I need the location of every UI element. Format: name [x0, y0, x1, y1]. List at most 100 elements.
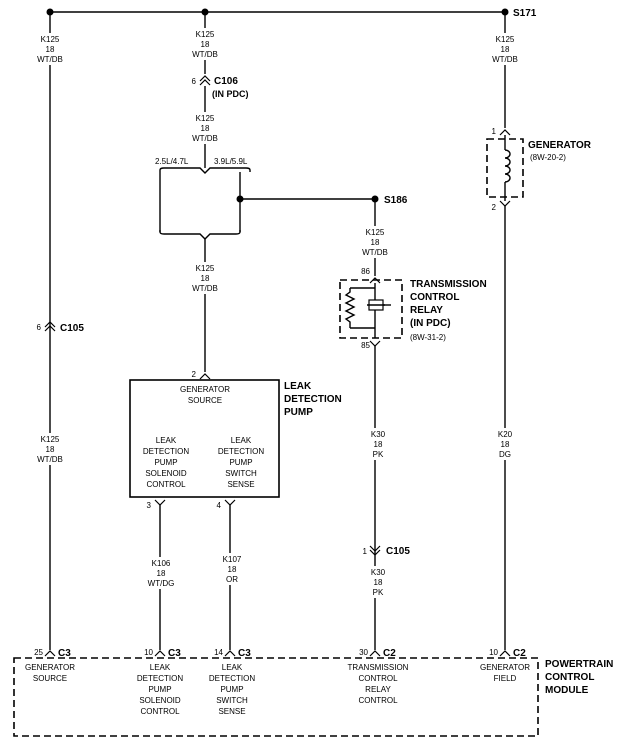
connector-name: C105 — [60, 323, 84, 334]
relay-pin-top: 86 — [361, 267, 370, 276]
pump-title: DETECTION — [284, 394, 342, 405]
pump-title: PUMP — [284, 407, 313, 418]
wire-label-gauge: 18 — [374, 440, 383, 449]
wire-label-circuit: K125 — [41, 35, 60, 44]
pump-pin-source: 2 — [192, 370, 197, 379]
wire-label-circuit: K20 — [498, 430, 513, 439]
wire-label-gauge: 18 — [46, 445, 55, 454]
pump-source-label: SOURCE — [188, 396, 222, 405]
generator-wire-column: K125 18 WT/DB — [483, 12, 527, 128]
generator: 1 GENERATOR (8W-20-2) 2 — [486, 127, 592, 212]
center-wire-column: K125 18 WT/DB 6 C106 (IN PDC) K125 18 WT… — [155, 12, 379, 372]
wire-label-gauge: 18 — [201, 274, 210, 283]
pcm-pin-connector: C3 — [168, 648, 181, 659]
pcm-pin-generator-field: 10 C2 GENERATOR FIELD — [480, 648, 530, 683]
transmission-control-relay: 86 85 TRANSMISSION CONTROL RELAY (IN PDC… — [339, 267, 487, 350]
wire-label-color: WT/DB — [362, 248, 388, 257]
wire-label-color: WT/DB — [192, 50, 218, 59]
pcm-pin-number: 10 — [489, 648, 498, 657]
wire-label-circuit: K30 — [371, 568, 386, 577]
wire-label-circuit: K125 — [496, 35, 515, 44]
top-bus: S171 — [46, 8, 537, 19]
pcm-pin-label: SENSE — [218, 707, 245, 716]
pump-switch-label: DETECTION — [218, 447, 264, 456]
relay-reference: (8W-31-2) — [410, 333, 446, 342]
wire-label-gauge: 18 — [228, 565, 237, 574]
engine-option-split: 2.5L/4.7L 3.9L/5.9L — [155, 157, 379, 240]
wire-label-gauge: 18 — [371, 238, 380, 247]
wire-label-gauge: 18 — [501, 45, 510, 54]
pcm-pin-number: 30 — [359, 648, 368, 657]
connector-pin: 1 — [363, 547, 368, 556]
pcm-pin-number: 25 — [34, 648, 43, 657]
wire-label-color: WT/DB — [192, 284, 218, 293]
generator-pin-bottom: 2 — [492, 203, 497, 212]
pcm-pin-label: DETECTION — [209, 674, 255, 683]
pcm-pin-label: DETECTION — [137, 674, 183, 683]
splice-s186-label: S186 — [384, 195, 408, 206]
wire-label-circuit: K125 — [196, 264, 215, 273]
connector-c105-left: 6 C105 — [37, 321, 84, 334]
pcm-pin-solenoid-control: 10 C3 LEAK DETECTION PUMP SOLENOID CONTR… — [137, 648, 183, 716]
wire-label-color: DG — [499, 450, 511, 459]
splice-s171-label: S171 — [513, 8, 537, 19]
wire-label-gauge: 18 — [374, 578, 383, 587]
powertrain-control-module: POWERTRAIN CONTROL MODULE 25 C3 GENERATO… — [13, 648, 613, 737]
pcm-pin-label: CONTROL — [358, 674, 398, 683]
pcm-title: MODULE — [545, 685, 589, 696]
pcm-pin-label: LEAK — [222, 663, 243, 672]
wire-label-circuit: K125 — [366, 228, 385, 237]
wire-label-color: PK — [373, 588, 384, 597]
relay-pin-bottom: 85 — [361, 341, 370, 350]
pcm-pin-number: 10 — [144, 648, 153, 657]
wire-label-color: WT/DB — [492, 55, 518, 64]
pump-switch-label: LEAK — [231, 436, 252, 445]
engine-option-left: 2.5L/4.7L — [155, 157, 189, 166]
pcm-title: POWERTRAIN — [545, 659, 613, 670]
wire-label-gauge: 18 — [201, 124, 210, 133]
wire-label-color: WT/DB — [37, 455, 63, 464]
pump-solenoid-label: DETECTION — [143, 447, 189, 456]
pump-solenoid-label: SOLENOID — [145, 469, 187, 478]
wire-label-gauge: 18 — [46, 45, 55, 54]
pcm-pin-label: PUMP — [148, 685, 171, 694]
pump-solenoid-label: PUMP — [154, 458, 177, 467]
generator-field-wire: K20 18 DG — [487, 206, 523, 650]
wire-label-color: WT/DB — [37, 55, 63, 64]
wire-label-circuit: K125 — [196, 30, 215, 39]
connector-c106: 6 C106 (IN PDC) — [192, 75, 249, 99]
connector-c105-right: 1 C105 — [363, 545, 410, 557]
pcm-pin-label: GENERATOR — [25, 663, 75, 672]
wire-label-circuit: K106 — [152, 559, 171, 568]
connector-pin: 6 — [192, 77, 197, 86]
wire-label-color: OR — [226, 575, 238, 584]
connector-name: C105 — [386, 546, 410, 557]
pcm-pin-label: CONTROL — [140, 707, 180, 716]
connector-pin: 6 — [37, 323, 42, 332]
relay-wire-column: S186 K125 18 WT/DB — [353, 195, 408, 276]
pump-title: LEAK — [284, 381, 312, 392]
wire-label-gauge: 18 — [201, 40, 210, 49]
relay-output-wires: K30 18 PK 1 C105 K30 18 PK — [355, 346, 410, 650]
pcm-pin-relay-control: 30 C2 TRANSMISSION CONTROL RELAY CONTROL — [348, 648, 409, 705]
connector-note: (IN PDC) — [212, 89, 249, 99]
pcm-pin-label: GENERATOR — [480, 663, 530, 672]
pcm-pin-label: RELAY — [365, 685, 391, 694]
wire-label-circuit: K30 — [371, 430, 386, 439]
relay-title: TRANSMISSION — [410, 279, 487, 290]
connector-name: C106 — [214, 76, 238, 87]
pcm-pin-connector: C3 — [58, 648, 71, 659]
pump-solenoid-label: CONTROL — [146, 480, 186, 489]
pcm-pin-label: SOLENOID — [139, 696, 181, 705]
pcm-pin-connector: C2 — [383, 648, 396, 659]
relay-title: RELAY — [410, 305, 443, 316]
wire-label-gauge: 18 — [501, 440, 510, 449]
pump-source-label: GENERATOR — [180, 385, 230, 394]
pcm-pin-switch-sense: 14 C3 LEAK DETECTION PUMP SWITCH SENSE — [209, 648, 255, 716]
leak-detection-pump: 2 GENERATOR SOURCE LEAK DETECTION PUMP S… — [129, 370, 342, 510]
pcm-pin-number: 14 — [214, 648, 223, 657]
engine-option-right: 3.9L/5.9L — [214, 157, 248, 166]
wire-label-color: WT/DB — [192, 134, 218, 143]
pcm-pin-label: SOURCE — [33, 674, 67, 683]
pump-pin-switch: 4 — [217, 501, 222, 510]
